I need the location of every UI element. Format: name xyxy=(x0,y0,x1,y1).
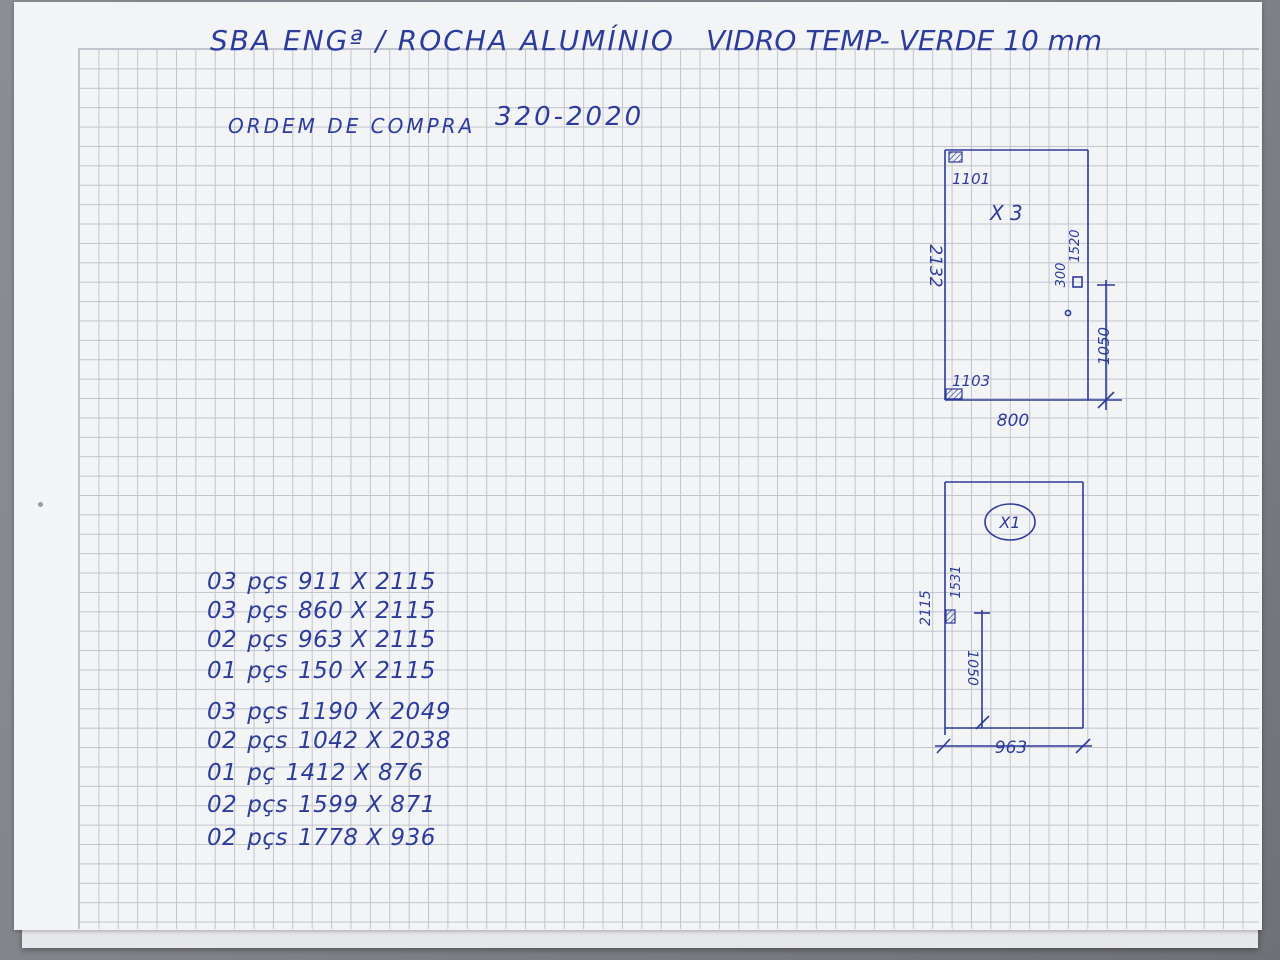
item-unit: pçs xyxy=(247,728,289,754)
item-quantity: 03 xyxy=(207,569,238,595)
door1-width-label: 800 xyxy=(997,411,1029,431)
door1-hole-mark xyxy=(1064,309,1072,317)
list-item: 02 pçs 1778 X 936 xyxy=(207,824,446,852)
item-unit: pçs xyxy=(247,825,289,851)
item-size: 1778 X 936 xyxy=(298,825,436,851)
door2-dimension-tick-bottom xyxy=(975,715,990,730)
item-quantity: 03 xyxy=(207,598,238,624)
item-size: 150 X 2115 xyxy=(298,658,436,684)
list-item: 03 pçs 1190 X 2049 xyxy=(207,698,461,726)
door1-corner-top-label: 1101 xyxy=(952,170,990,188)
item-unit: pçs xyxy=(247,658,289,684)
door1-corner-bottom-label: 1103 xyxy=(952,372,990,390)
list-item: 02 pçs 963 X 2115 xyxy=(207,626,446,654)
item-quantity: 02 xyxy=(207,627,238,653)
door1-lock-height-label: 1050 xyxy=(1095,327,1113,365)
door-sketch-1: 1101 X 3 2132 1520 300 1050 1103 800 xyxy=(925,149,1122,431)
door2-quantity-circle xyxy=(984,503,1036,541)
list-item: 02 pçs 1042 X 2038 xyxy=(207,727,461,755)
list-item: 01 pç 1412 X 876 xyxy=(207,759,433,787)
door2-quantity-label: X1 xyxy=(998,513,1020,532)
item-quantity: 02 xyxy=(207,728,238,754)
item-quantity: 02 xyxy=(207,825,238,851)
header-client: SBA ENGª / ROCHA ALUMÍNIO xyxy=(210,24,675,57)
item-quantity: 01 xyxy=(207,760,238,786)
door1-hinge-top xyxy=(948,151,963,163)
door1-handle-mark xyxy=(1072,276,1083,288)
door1-handle-height-label: 1520 xyxy=(1068,229,1083,262)
order-number: 320-2020 xyxy=(495,102,645,132)
list-item: 01 pçs 150 X 2115 xyxy=(207,657,446,685)
door1-hole-label: 300 xyxy=(1054,263,1069,288)
item-size: 911 X 2115 xyxy=(298,569,436,595)
item-size: 1042 X 2038 xyxy=(298,728,451,754)
header-material: VIDRO TEMP- VERDE 10 mm xyxy=(706,24,1103,57)
item-unit: pçs xyxy=(247,699,289,725)
door2-handle-height-label: 1531 xyxy=(949,565,964,598)
item-unit: pç xyxy=(247,760,276,786)
list-item: 03 pçs 911 X 2115 xyxy=(207,568,446,596)
graph-grid xyxy=(78,48,1259,929)
item-size: 1412 X 876 xyxy=(285,760,424,786)
item-unit: pçs xyxy=(247,792,289,818)
door1-quantity-label: X 3 xyxy=(989,201,1023,225)
door1-hinge-bottom xyxy=(945,388,963,400)
door2-height-label: 2115 xyxy=(918,590,934,626)
door2-width-tick-left xyxy=(936,738,951,754)
item-size: 860 X 2115 xyxy=(298,598,436,624)
item-quantity: 02 xyxy=(207,792,238,818)
item-unit: pçs xyxy=(247,569,289,595)
door2-lock-height-label: 1050 xyxy=(964,650,980,686)
item-size: 963 X 2115 xyxy=(298,627,436,653)
door1-dimension-tick-bottom xyxy=(1097,391,1115,409)
item-size: 1599 X 871 xyxy=(298,792,436,818)
list-item: 02 pçs 1599 X 871 xyxy=(207,791,446,819)
door-sketch-2: X1 1531 2115 1050 963 xyxy=(918,481,1092,758)
door2-width-label: 963 xyxy=(995,738,1027,758)
item-unit: pçs xyxy=(247,598,289,624)
door2-width-tick-right xyxy=(1075,738,1091,754)
item-quantity: 01 xyxy=(207,658,238,684)
list-item: 03 pçs 860 X 2115 xyxy=(207,597,446,625)
item-unit: pçs xyxy=(247,627,289,653)
order-label: ORDEM DE COMPRA xyxy=(228,114,476,138)
door2-handle-mark xyxy=(945,609,956,624)
door1-height-label: 2132 xyxy=(925,244,945,287)
paper-dot xyxy=(38,502,43,507)
item-quantity: 03 xyxy=(207,699,238,725)
item-size: 1190 X 2049 xyxy=(298,699,451,725)
